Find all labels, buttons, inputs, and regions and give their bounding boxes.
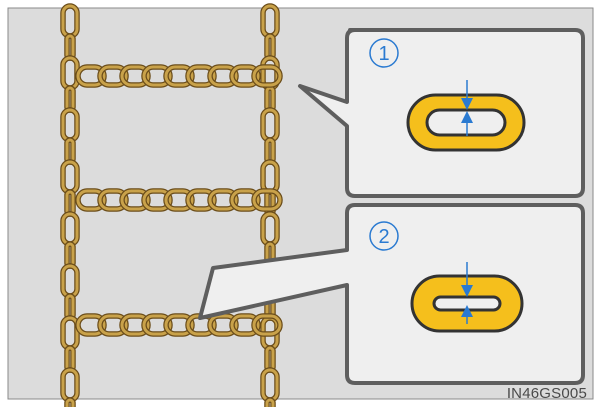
chain-ladder — [60, 3, 283, 407]
cross-chain-link-highlight — [208, 189, 238, 211]
callout-2-number-circle — [369, 221, 399, 251]
cross-chain-link-highlight — [142, 65, 172, 87]
callout-1-link-hole — [425, 108, 507, 137]
cross-chain-link-highlight — [76, 314, 106, 336]
callout-2-number: 2 — [378, 226, 389, 248]
cross-chain-link-highlight — [252, 314, 282, 336]
cross-chain-link-highlight — [252, 65, 282, 87]
cross-chain-link-highlight — [76, 189, 106, 211]
cross-chain-link-highlight — [164, 314, 194, 336]
cross-chain-link-highlight — [208, 314, 238, 336]
cross-chain-link-highlight — [186, 189, 216, 211]
callout-1-number-circle — [369, 38, 399, 68]
cross-chain-link-highlight — [230, 314, 260, 336]
cross-chain-link-highlight — [76, 65, 106, 87]
cross-chain-link-highlight — [208, 65, 238, 87]
side-chain-link-highlight — [65, 398, 75, 407]
side-chain-link-highlight — [265, 398, 275, 407]
cross-chain-link-highlight — [186, 65, 216, 87]
cross-chain-link-highlight — [120, 189, 150, 211]
cross-chain-link-highlight — [164, 189, 194, 211]
cross-chain-link-highlight — [142, 189, 172, 211]
cross-chain-link-highlight — [252, 189, 282, 211]
cross-chain-link-highlight — [230, 65, 260, 87]
cross-chain-link-highlight — [98, 65, 128, 87]
cross-chain-link-highlight — [142, 314, 172, 336]
figure-code: IN46GS005 — [506, 385, 587, 402]
cross-chain-link-highlight — [120, 65, 150, 87]
callout-2: 2 — [198, 203, 585, 385]
callout-1: 1 — [298, 28, 585, 198]
cross-chain-link-highlight — [164, 65, 194, 87]
callout-2-link-hole — [432, 295, 502, 312]
cross-chain-link-highlight — [230, 189, 260, 211]
cross-chain-link-highlight — [120, 314, 150, 336]
callout-2-bubble — [198, 203, 585, 385]
cross-chain-link-highlight — [98, 314, 128, 336]
cross-chain-link-highlight — [98, 189, 128, 211]
callout-1-number: 1 — [378, 43, 389, 65]
